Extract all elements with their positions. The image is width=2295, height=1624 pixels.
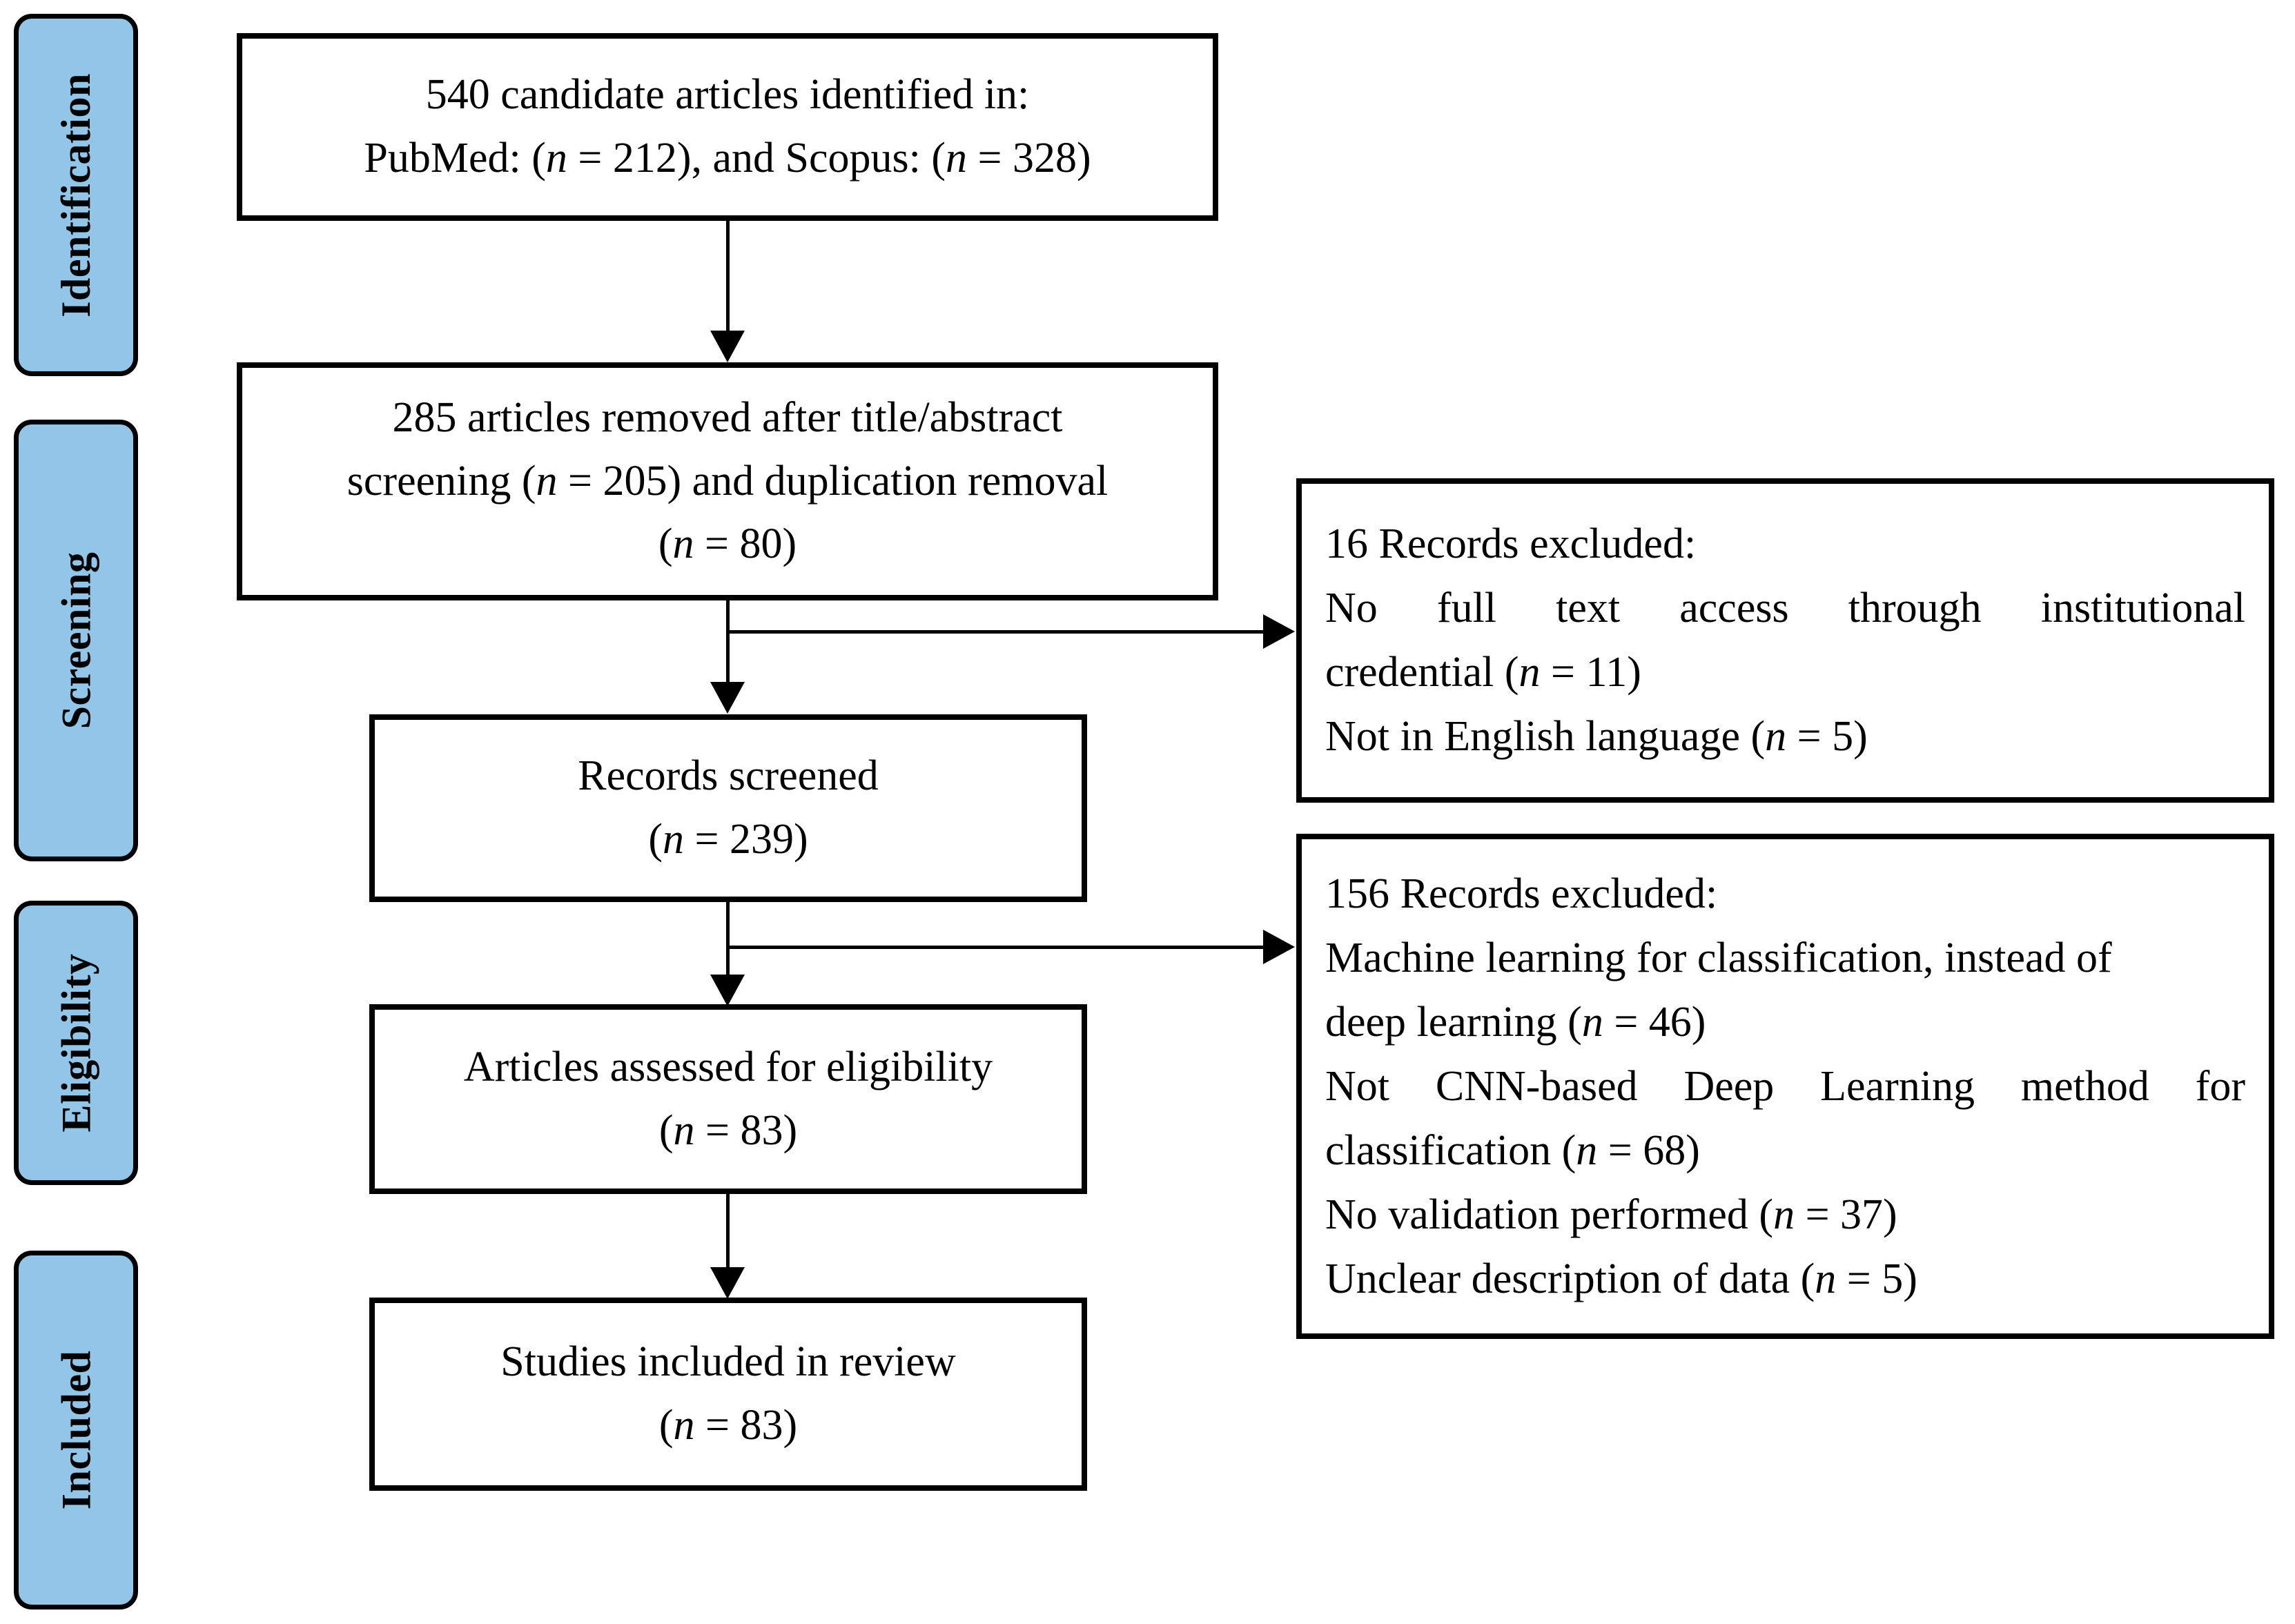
box-records-screened-line-1: Records screened xyxy=(578,752,879,800)
eligibility-excluded-item-4: Unclear description of data (n = 5) xyxy=(1325,1247,2245,1311)
n-symbol: n xyxy=(1576,1126,1598,1174)
stage-tab-included: Included xyxy=(14,1251,138,1610)
arrowhead-right-to-screening-exclusions xyxy=(1263,614,1295,649)
pubmed-count: = 212), and Scopus: ( xyxy=(567,135,946,182)
eligibility-excluded-item-2-line-2: classification (n = 68) xyxy=(1325,1119,2245,1183)
duplication-open: ( xyxy=(658,520,673,568)
included-open: ( xyxy=(658,1402,674,1449)
language-label: Not in English language ( xyxy=(1325,713,1766,760)
n-symbol: n xyxy=(1815,1255,1837,1302)
credential-count: = 11) xyxy=(1540,649,1641,696)
stage-label-screening: Screening xyxy=(53,551,99,730)
arrowhead-right-to-eligibility-exclusions xyxy=(1263,930,1295,964)
assessed-open: ( xyxy=(658,1106,674,1154)
screened-open: ( xyxy=(648,816,663,863)
box-identification-line-2: PubMed: (n = 212), and Scopus: (n = 328) xyxy=(364,127,1091,190)
language-count: = 5) xyxy=(1786,713,1868,760)
eligibility-excluded-item-2-line-1: Not CNN-based Deep Learning method for xyxy=(1325,1062,2245,1110)
stage-tab-eligibility: Eligibility xyxy=(14,901,138,1185)
n-symbol: n xyxy=(1581,998,1603,1046)
duplication-count: = 80) xyxy=(694,520,797,568)
screening-excluded-item-1-line-2: credential (n = 11) xyxy=(1325,640,2245,705)
deep-learning-label: deep learning ( xyxy=(1325,998,1582,1046)
credential-label: credential ( xyxy=(1325,649,1519,696)
box-eligibility-excluded: 156 Records excluded: Machine learning f… xyxy=(1296,834,2274,1339)
screening-label: screening ( xyxy=(346,457,536,505)
classification-label: classification ( xyxy=(1325,1126,1576,1174)
stage-label-eligibility: Eligibility xyxy=(53,953,99,1133)
box-records-screened-line-2: (n = 239) xyxy=(648,808,808,872)
n-symbol: n xyxy=(663,816,685,863)
connector-eligibility-to-included xyxy=(726,1194,730,1270)
stage-tab-screening: Screening xyxy=(14,420,138,861)
box-articles-removed-line-2: screening (n = 205) and duplication remo… xyxy=(347,450,1108,513)
n-symbol: n xyxy=(1518,649,1541,696)
n-symbol: n xyxy=(545,135,567,182)
n-symbol: n xyxy=(673,1106,695,1154)
unclear-data-label: Unclear description of data ( xyxy=(1325,1255,1815,1302)
box-records-screened: Records screened (n = 239) xyxy=(369,714,1087,902)
box-studies-included-line-1: Studies included in review xyxy=(500,1338,956,1386)
box-identification-line-1: 540 candidate articles identified in: xyxy=(425,71,1030,119)
screening-excluded-item-2: Not in English language (n = 5) xyxy=(1325,705,2245,769)
pubmed-label: PubMed: ( xyxy=(364,135,546,182)
n-symbol: n xyxy=(672,520,694,568)
connector-screened-to-eligibility xyxy=(726,902,730,978)
box-articles-assessed-line-1: Articles assessed for eligibility xyxy=(463,1043,993,1090)
n-symbol: n xyxy=(673,1402,695,1449)
screening-count: = 205) and duplication removal xyxy=(557,457,1109,505)
deep-learning-count: = 46) xyxy=(1603,998,1706,1046)
connector-branch-to-screening-exclusions xyxy=(726,630,1264,634)
box-studies-included: Studies included in review (n = 83) xyxy=(369,1298,1087,1491)
screened-count: = 239) xyxy=(684,816,808,863)
eligibility-excluded-heading: 156 Records excluded: xyxy=(1325,870,1718,917)
box-articles-removed-line-1: 285 articles removed after title/abstrac… xyxy=(392,393,1063,441)
arrowhead-down-to-included xyxy=(710,1267,745,1299)
eligibility-excluded-item-3: No validation performed (n = 37) xyxy=(1325,1183,2245,1247)
stage-tab-identification: Identification xyxy=(14,14,138,376)
validation-label: No validation performed ( xyxy=(1325,1191,1774,1238)
arrowhead-down-to-removed xyxy=(710,331,745,362)
validation-count: = 37) xyxy=(1795,1191,1897,1238)
box-screening-excluded: 16 Records excluded: No full text access… xyxy=(1296,478,2274,803)
box-articles-assessed-line-2: (n = 83) xyxy=(659,1099,797,1163)
eligibility-excluded-item-1-line-2: deep learning (n = 46) xyxy=(1325,990,2245,1055)
connector-branch-to-eligibility-exclusions xyxy=(726,946,1264,949)
connector-identification-to-removed xyxy=(726,221,730,333)
connector-removed-to-screened xyxy=(726,600,730,683)
included-count: = 83) xyxy=(694,1402,798,1449)
eligibility-excluded-item-1-line-1: Machine learning for classification, ins… xyxy=(1325,934,2112,981)
stage-label-included: Included xyxy=(53,1350,99,1510)
box-articles-removed: 285 articles removed after title/abstrac… xyxy=(237,362,1218,600)
n-symbol: n xyxy=(1773,1191,1795,1238)
n-symbol: n xyxy=(536,457,558,505)
assessed-count: = 83) xyxy=(694,1106,798,1154)
screening-excluded-item-1-line-1: No full text access through institutiona… xyxy=(1325,585,2245,632)
box-studies-included-line-2: (n = 83) xyxy=(659,1394,797,1458)
stage-label-identification: Identification xyxy=(53,72,99,317)
n-symbol: n xyxy=(1765,713,1787,760)
unclear-data-count: = 5) xyxy=(1836,1255,1917,1302)
scopus-count: = 328) xyxy=(967,135,1091,182)
classification-count: = 68) xyxy=(1597,1126,1700,1174)
arrowhead-down-to-eligibility xyxy=(710,975,745,1006)
screening-excluded-heading: 16 Records excluded: xyxy=(1325,520,1697,567)
n-symbol: n xyxy=(946,135,967,182)
box-identification: 540 candidate articles identified in: Pu… xyxy=(237,33,1218,221)
box-articles-removed-line-3: (n = 80) xyxy=(658,513,797,576)
box-articles-assessed: Articles assessed for eligibility (n = 8… xyxy=(369,1004,1087,1194)
arrowhead-down-to-screened xyxy=(710,682,745,714)
